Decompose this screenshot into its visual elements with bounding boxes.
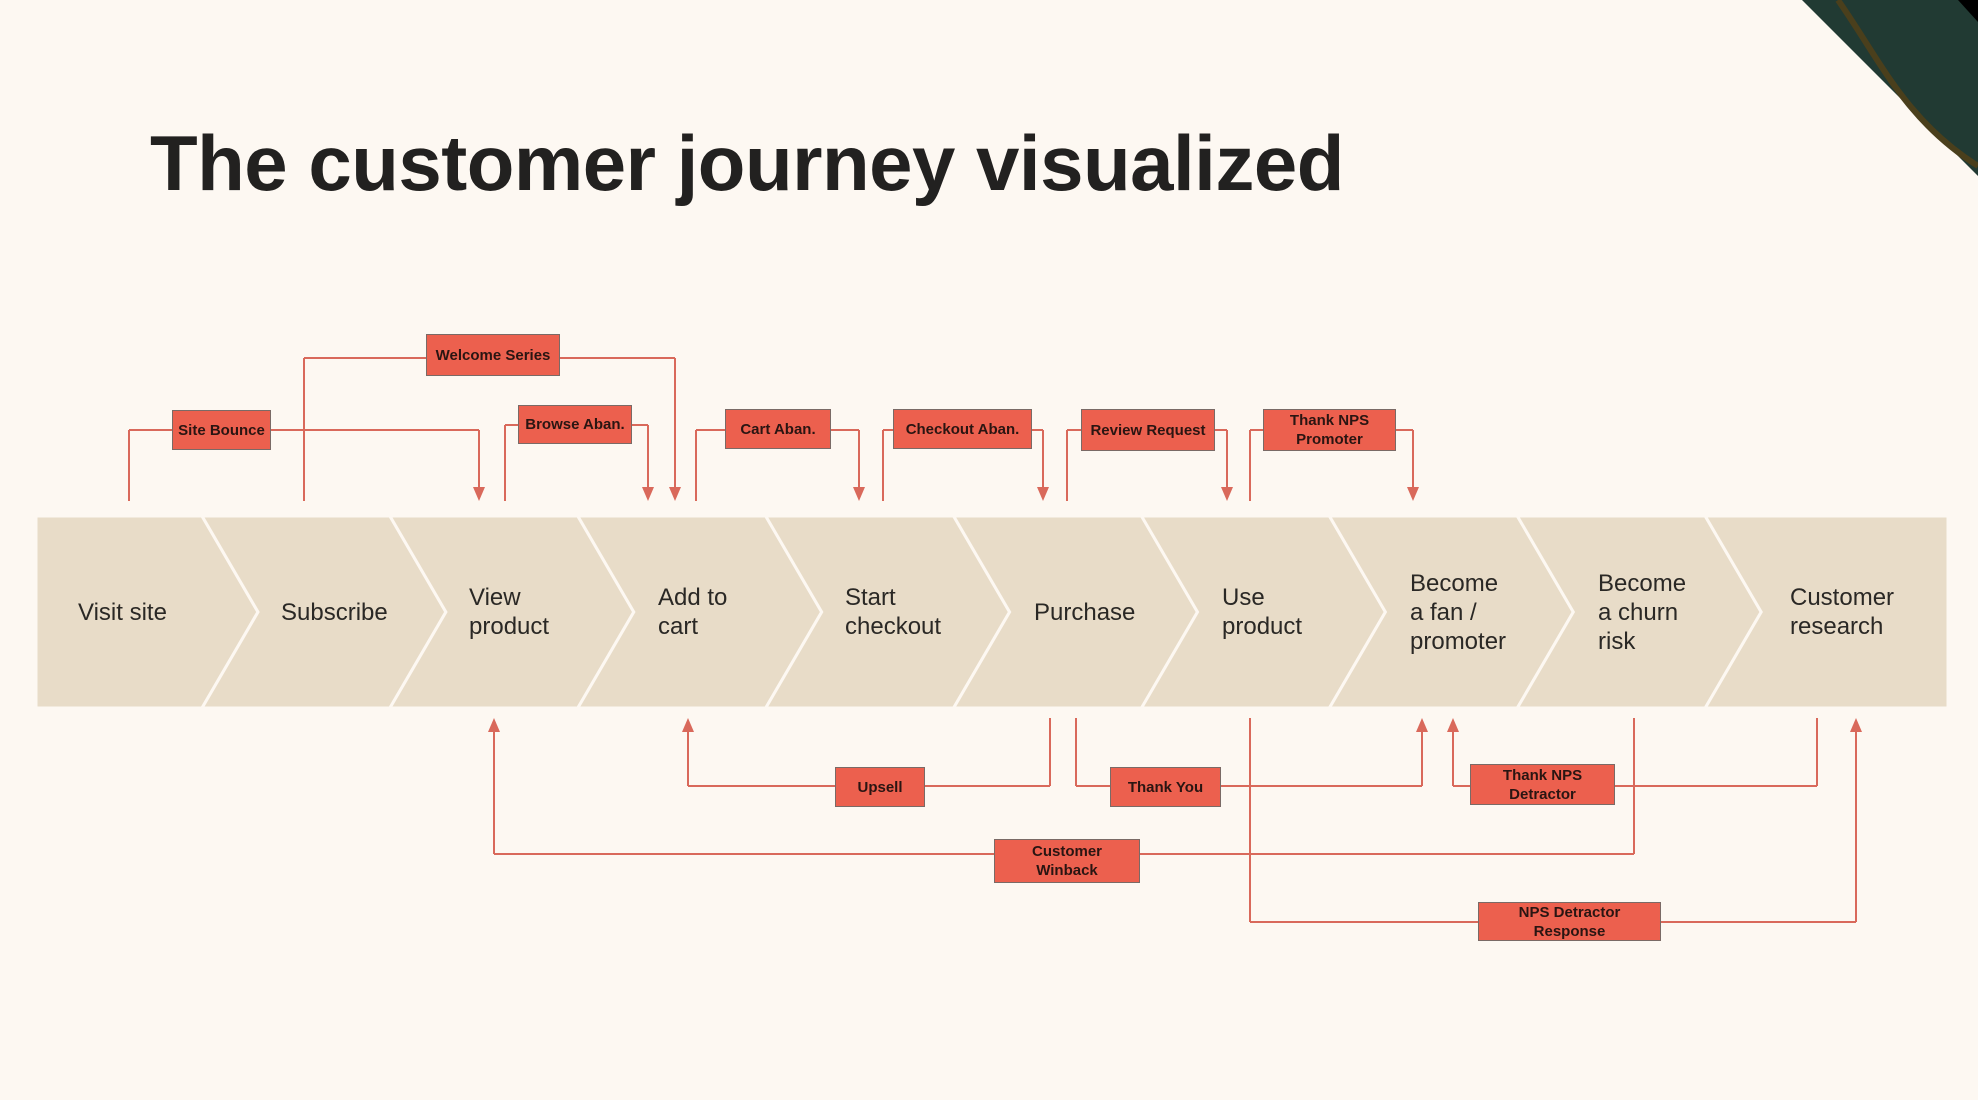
stage-chevron-research — [1702, 514, 1950, 710]
stage-label-view: View product — [469, 584, 550, 640]
arrow-up-icon — [1447, 718, 1459, 732]
stage-label-checkout: Start checkout — [845, 584, 942, 640]
corner-shadow — [1958, 0, 1978, 22]
corner-accent-curve — [1835, 0, 1978, 169]
arrow-up-icon — [1850, 718, 1862, 732]
flow-box-thank-nps-detractor[interactable]: Thank NPS Detractor — [1470, 764, 1615, 805]
arrow-down-icon — [473, 487, 485, 501]
arrow-down-icon — [669, 487, 681, 501]
flow-box-welcome-series[interactable]: Welcome Series — [426, 334, 560, 376]
stage-label-subscribe: Subscribe — [281, 598, 388, 626]
stage-label-cart: Add to cart — [658, 584, 728, 640]
stage-label-fan: Become a fan / promoter — [1410, 569, 1507, 655]
arrow-up-icon — [682, 718, 694, 732]
flow-box-nps-detractor-response[interactable]: NPS Detractor Response — [1478, 902, 1661, 941]
flow-box-review-request[interactable]: Review Request — [1081, 409, 1215, 451]
flow-box-thank-nps-promoter[interactable]: Thank NPS Promoter — [1263, 409, 1396, 451]
arrow-down-icon — [1037, 487, 1049, 501]
stage-label-churn: Become a churn risk — [1598, 569, 1687, 655]
stage-label-use: Use product — [1222, 584, 1303, 640]
flow-box-upsell[interactable]: Upsell — [835, 767, 925, 807]
stage-band — [34, 514, 1950, 710]
arrow-down-icon — [853, 487, 865, 501]
flow-box-checkout-abandonment[interactable]: Checkout Aban. — [893, 409, 1032, 449]
arrow-down-icon — [642, 487, 654, 501]
stage-label-purchase: Purchase — [1034, 598, 1136, 626]
arrow-up-icon — [1416, 718, 1428, 732]
flow-box-browse-abandonment[interactable]: Browse Aban. — [518, 405, 632, 444]
stage-label-visit: Visit site — [78, 598, 167, 626]
flow-box-customer-winback[interactable]: Customer Winback — [994, 839, 1140, 883]
stage-label-research: Customer research — [1790, 584, 1895, 640]
flow-box-cart-abandonment[interactable]: Cart Aban. — [725, 409, 831, 449]
flow-box-site-bounce[interactable]: Site Bounce — [172, 410, 271, 450]
arrow-down-icon — [1407, 487, 1419, 501]
arrow-up-icon — [488, 718, 500, 732]
flow-box-thank-you[interactable]: Thank You — [1110, 767, 1221, 807]
slide-title: The customer journey visualized — [150, 119, 1344, 207]
arrow-down-icon — [1221, 487, 1233, 501]
